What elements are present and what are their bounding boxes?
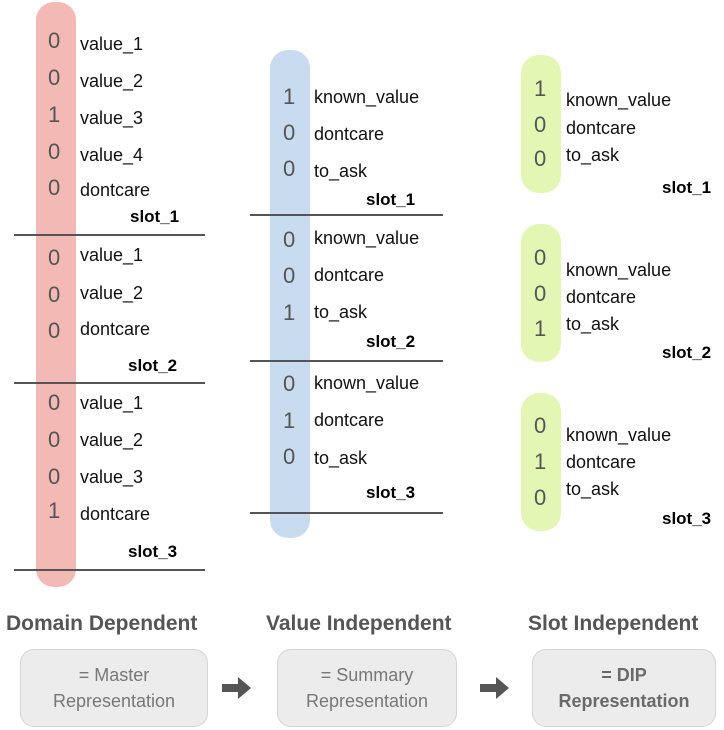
feature-label: known_value: [314, 87, 420, 107]
bit-value: 1: [534, 76, 547, 101]
dip-vector-bar: [521, 224, 561, 362]
feature-label: known_value: [566, 90, 672, 110]
box-line: Representation: [558, 691, 690, 711]
bit-value: 0: [48, 175, 61, 200]
summary-representation-box: = Summary Representation: [277, 649, 457, 727]
bit-value: 0: [283, 263, 296, 288]
slot-label: slot_1: [366, 190, 416, 209]
slot-label: slot_2: [662, 343, 712, 362]
bit-value: 0: [48, 65, 61, 90]
bit-value: 0: [534, 112, 547, 137]
slot-label: slot_2: [128, 356, 178, 375]
feature-label: known_value: [314, 373, 420, 393]
feature-label: to_ask: [314, 448, 368, 468]
feature-label: value_1: [80, 34, 144, 54]
slot-label: slot_1: [662, 178, 712, 197]
box-line: = Summary: [320, 665, 414, 685]
feature-label: value_2: [80, 430, 144, 450]
bit-value: 0: [48, 245, 61, 270]
bit-value: 0: [534, 146, 547, 171]
slot-label: slot_1: [130, 207, 180, 226]
bit-value: 0: [534, 413, 547, 438]
bit-value: 1: [48, 498, 61, 523]
box-line: Representation: [52, 691, 176, 711]
bit-value: 0: [48, 28, 61, 53]
bit-value: 0: [48, 139, 61, 164]
summary-vector-bar: [270, 50, 310, 538]
slot-divider: [14, 382, 205, 384]
slot-divider: [250, 360, 443, 362]
bit-value: 0: [48, 464, 61, 489]
feature-label: dontcare: [80, 319, 151, 339]
dip-vector-bar: [521, 393, 561, 531]
feature-label: value_4: [80, 145, 144, 165]
bit-value: 0: [534, 485, 547, 510]
feature-label: dontcare: [566, 118, 637, 138]
box-line: Representation: [305, 691, 429, 711]
dip-representation-box: = DIP Representation: [532, 649, 716, 727]
bit-value: 0: [283, 444, 296, 469]
slot-label: slot_3: [128, 542, 178, 561]
feature-label: dontcare: [566, 452, 637, 472]
bit-value: 0: [48, 318, 61, 343]
bit-value: 0: [48, 427, 61, 452]
feature-label: dontcare: [80, 504, 151, 524]
feature-label: known_value: [314, 228, 420, 248]
slot-divider: [250, 214, 443, 216]
feature-label: dontcare: [314, 124, 385, 144]
bit-value: 0: [283, 371, 296, 396]
feature-label: dontcare: [314, 410, 385, 430]
box-line: = Master: [78, 665, 150, 685]
bit-value: 1: [48, 102, 61, 127]
feature-label: value_2: [80, 71, 144, 91]
feature-label: dontcare: [80, 180, 151, 200]
bit-value: 1: [283, 84, 296, 109]
feature-label: dontcare: [566, 287, 637, 307]
feature-label: to_ask: [566, 314, 620, 334]
dip-vector-bar: [521, 55, 561, 193]
bit-value: 0: [534, 281, 547, 306]
feature-label: known_value: [566, 260, 672, 280]
bit-value: 0: [534, 245, 547, 270]
slot-divider: [14, 569, 205, 571]
feature-label: to_ask: [314, 161, 368, 181]
column-heading: Domain Dependent: [6, 612, 198, 635]
feature-label: to_ask: [566, 479, 620, 499]
feature-label: value_2: [80, 283, 144, 303]
bit-value: 0: [283, 120, 296, 145]
right-arrow-icon: [480, 677, 509, 699]
feature-label: dontcare: [314, 265, 385, 285]
slot-label: slot_3: [366, 483, 416, 502]
bit-value: 1: [283, 408, 296, 433]
master-representation-box: = Master Representation: [20, 649, 208, 727]
bit-value: 1: [283, 300, 296, 325]
feature-label: to_ask: [314, 302, 368, 322]
feature-label: value_1: [80, 245, 144, 265]
slot-label: slot_2: [366, 332, 416, 351]
bit-value: 0: [283, 156, 296, 181]
bit-value: 0: [48, 390, 61, 415]
feature-label: known_value: [566, 425, 672, 445]
slot-divider: [14, 234, 205, 236]
feature-label: to_ask: [566, 145, 620, 165]
column-heading: Slot Independent: [528, 612, 699, 635]
bit-value: 0: [48, 282, 61, 307]
box-line: = DIP: [601, 665, 647, 685]
feature-label: value_3: [80, 467, 144, 487]
bit-value: 1: [534, 316, 547, 341]
bit-value: 0: [283, 227, 296, 252]
master-vector-bar: [36, 2, 76, 587]
feature-label: value_3: [80, 108, 144, 128]
bit-value: 1: [534, 449, 547, 474]
right-arrow-icon: [222, 677, 251, 699]
feature-label: value_1: [80, 393, 144, 413]
slot-label: slot_3: [662, 509, 712, 528]
column-heading: Value Independent: [266, 612, 452, 635]
slot-divider: [250, 512, 443, 514]
